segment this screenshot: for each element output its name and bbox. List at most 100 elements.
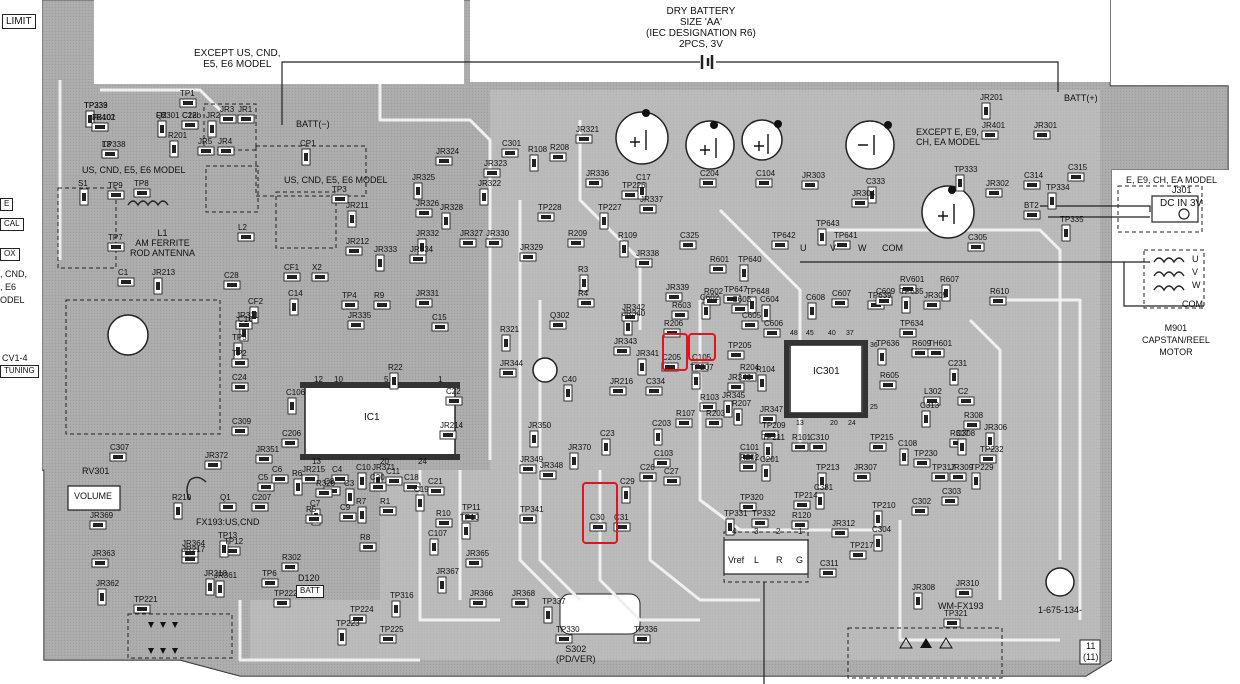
ref-jr301: JR301 — [1034, 121, 1058, 130]
footprint-body-tp337 — [546, 611, 550, 619]
ic301-pin-13: 13 — [796, 420, 804, 427]
footprint-body-tp229 — [974, 477, 978, 485]
footprint-body-tp215 — [873, 445, 883, 449]
rv301-label: RV301 — [82, 466, 110, 476]
ref-jr218: JR218 — [204, 569, 228, 578]
ref-c3: C3 — [344, 479, 355, 488]
ref-r10: R10 — [436, 509, 451, 518]
footprint-body-jr321 — [579, 137, 589, 141]
ic301-pin-25: 25 — [870, 404, 878, 411]
footprint-body-c204 — [703, 181, 713, 185]
footprint-body-r22 — [392, 377, 396, 385]
footprint-body-tp330 — [559, 637, 569, 641]
footprint-body-c4 — [335, 477, 345, 481]
footprint-body-c206 — [285, 441, 295, 445]
ref-c101: C101 — [740, 443, 760, 452]
s302-label: S302 (PD/VER) — [556, 644, 596, 664]
footprint-body-r104 — [760, 379, 764, 387]
ref-tp228: TP228 — [538, 203, 562, 212]
footprint-body-c207 — [255, 505, 265, 509]
ref-r607: R607 — [940, 275, 960, 284]
ref-tp339: TP339 — [84, 101, 108, 110]
footprint-body-tp221 — [137, 607, 147, 611]
ref-jr332: JR332 — [416, 229, 440, 238]
volume-and-connector — [67, 485, 809, 575]
cap-c333 — [845, 120, 895, 170]
ref-tp337: TP337 — [542, 597, 566, 606]
footprint-body-r3 — [582, 279, 586, 287]
ref-tp2: TP2 — [232, 349, 247, 358]
footprint-body-c28b — [185, 123, 195, 127]
ref-tp316: TP316 — [390, 591, 414, 600]
ref-r7: R7 — [356, 497, 367, 506]
footprint-body-jr2 — [210, 125, 214, 133]
footprint-body-c20 — [373, 485, 383, 489]
ref-jr346: JR346 — [728, 373, 752, 382]
footprint-body-r107 — [679, 421, 689, 425]
ref-c301: C301 — [502, 139, 522, 148]
dashed-outlines — [57, 103, 1205, 679]
ref-tp1: TP1 — [180, 89, 195, 98]
footprint-body-jr310 — [959, 591, 969, 595]
ref-c23: C23 — [600, 429, 615, 438]
footprint-body-jr402 — [95, 125, 105, 129]
footprint-body-r108 — [532, 159, 536, 167]
ref-tp635: TP635 — [900, 287, 924, 296]
ref-r602: R602 — [704, 287, 724, 296]
batt-small-label: BATT — [296, 585, 324, 598]
footprint-body-c325 — [683, 243, 693, 247]
ref-c31: C31 — [614, 513, 629, 522]
ref-cp1: CP1 — [300, 139, 316, 148]
footprint-body-tp648 — [750, 301, 754, 309]
ref-c1: C1 — [118, 268, 129, 277]
footprint-body-c103 — [657, 461, 667, 465]
ref-c313: C313 — [920, 401, 940, 410]
ref-c231: C231 — [948, 359, 968, 368]
ref-c28b: C28b — [182, 111, 202, 120]
ic301-pin-45: 45 — [806, 330, 814, 337]
footprint-body-c309 — [235, 429, 245, 433]
footprint-body-tp205 — [731, 353, 741, 357]
s302-line: S302 — [565, 644, 587, 654]
s302-line: (PD/VER) — [556, 654, 596, 664]
ref-c206: C206 — [282, 429, 302, 438]
footprint-body-q302 — [553, 323, 563, 327]
footprint-body-jr217 — [185, 557, 195, 561]
ref-tp211: TP211 — [762, 433, 786, 442]
footprint-body-jr336 — [589, 181, 599, 185]
motor-coils — [127, 200, 1185, 501]
footprint-body-c311 — [823, 571, 833, 575]
ref-c103: C103 — [654, 449, 674, 458]
footprint-body-c314 — [1027, 183, 1037, 187]
ref-r107: R107 — [676, 409, 696, 418]
footprint-body-jr325 — [416, 187, 420, 195]
left-cut-2: CAL — [0, 218, 24, 231]
ref-r610: R610 — [990, 287, 1010, 296]
ref-c8: C8 — [324, 477, 335, 486]
footprint-body-r6 — [296, 483, 300, 491]
footprint-body-jr4 — [221, 149, 231, 153]
ref-s1: S1 — [78, 179, 88, 188]
ref-r3: R3 — [578, 265, 589, 274]
ref-jr331: JR331 — [416, 289, 440, 298]
footprint-body-c22 — [449, 399, 459, 403]
footprint-body-tp8 — [137, 191, 147, 195]
ref-tp209: TP209 — [762, 421, 786, 430]
ref-c19: C19 — [414, 485, 429, 494]
ref-jr304: JR304 — [852, 189, 876, 198]
ref-c315: C315 — [1068, 163, 1088, 172]
ref-tp3: TP3 — [332, 185, 347, 194]
footprint-body-tp217 — [853, 553, 863, 557]
ref-c4: C4 — [332, 465, 343, 474]
footprint-body-tp333 — [958, 179, 962, 187]
ref-c2: C2 — [958, 387, 969, 396]
ref-c6: C6 — [272, 465, 283, 474]
footprint-body-tp641 — [837, 243, 847, 247]
footprint-body-c2 — [961, 399, 971, 403]
ic301-pin-24: 24 — [848, 420, 856, 427]
ref-c607: C607 — [832, 289, 852, 298]
footprint-body-c310 — [813, 445, 823, 449]
ic301-pin-40: 40 — [828, 330, 836, 337]
ref-jr325: JR325 — [412, 173, 436, 182]
